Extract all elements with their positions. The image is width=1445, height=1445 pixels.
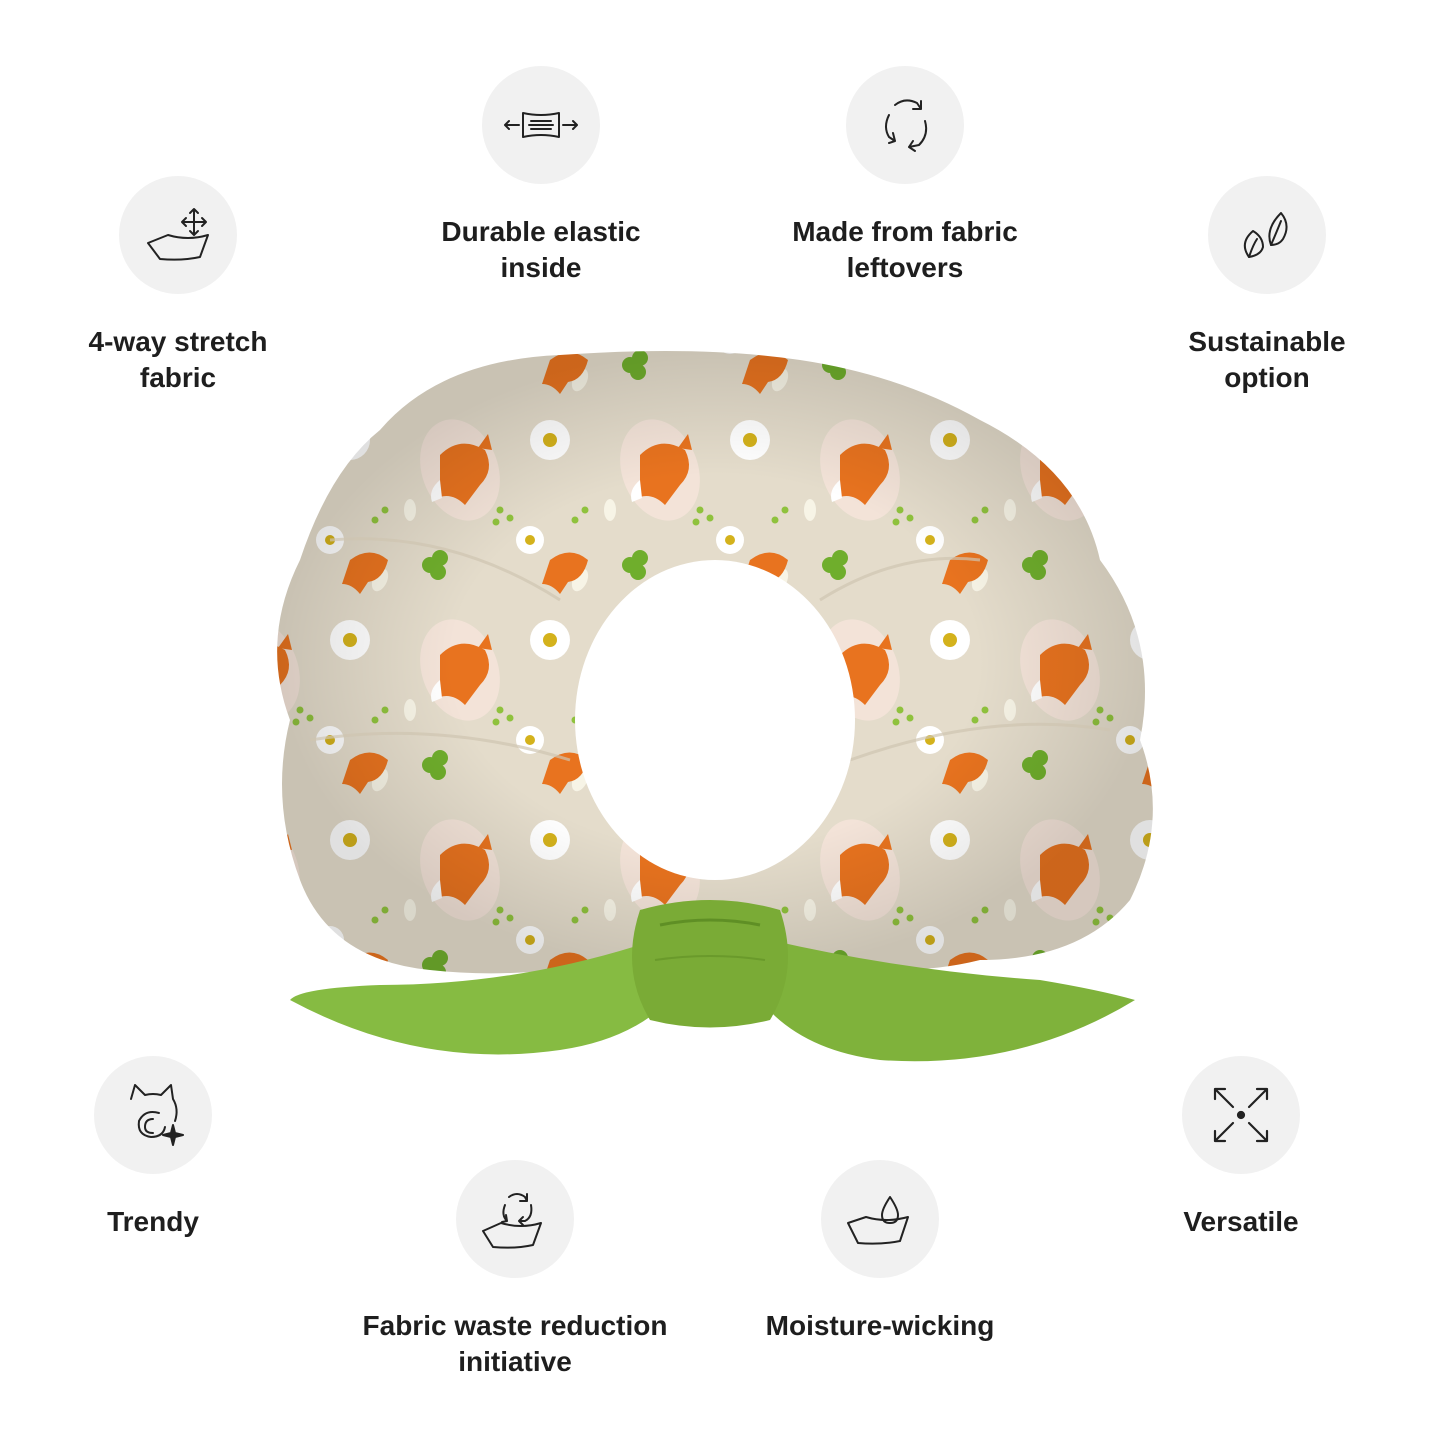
feature-moisture-wicking: Moisture-wicking [710, 1160, 1050, 1344]
feature-label: Versatile [1183, 1206, 1299, 1237]
feature-label: Durable elastic inside [441, 216, 641, 283]
feature-label: 4-way stretch fabric [88, 326, 268, 393]
feature-label: Moisture-wicking [765, 1310, 995, 1341]
feature-label: Trendy [107, 1206, 199, 1237]
feature-durable-elastic: Durable elastic inside [371, 66, 711, 286]
feature-4-way-stretch: 4-way stretch fabric [8, 176, 348, 396]
feature-label: Sustainable option [1188, 326, 1346, 393]
recycle-icon [846, 66, 964, 184]
elastic-icon [482, 66, 600, 184]
feature-label: Fabric waste reduction initiative [362, 1310, 668, 1377]
leaf-icon [1208, 176, 1326, 294]
feature-label: Made from fabric leftovers [792, 216, 1018, 283]
feature-trendy: Trendy [0, 1056, 323, 1240]
fabric-recycle-icon [456, 1160, 574, 1278]
feature-versatile: Versatile [1071, 1056, 1411, 1240]
feature-fabric-leftovers: Made from fabric leftovers [735, 66, 1075, 286]
stretch-fabric-icon [119, 176, 237, 294]
feature-sustainable: Sustainable option [1097, 176, 1437, 396]
trendy-cat-icon [94, 1056, 212, 1174]
feature-waste-reduction: Fabric waste reduction initiative [345, 1160, 685, 1380]
moisture-drop-icon [821, 1160, 939, 1278]
expand-arrows-icon [1182, 1056, 1300, 1174]
